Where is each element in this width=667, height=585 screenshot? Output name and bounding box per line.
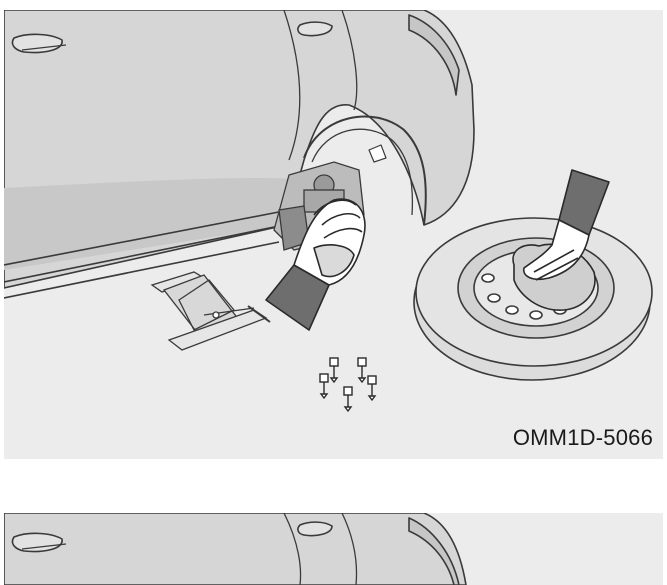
figure-code-label: OMM1D-5066 — [512, 425, 653, 450]
instruction-illustration-bottom — [4, 513, 663, 585]
car-body — [4, 10, 475, 299]
lug-nuts — [319, 357, 377, 413]
scissor-jack — [150, 271, 271, 351]
instruction-illustration-top: OMM1D-5066 — [4, 10, 663, 459]
left-gloved-hand — [265, 198, 366, 331]
illustration-svg-partial — [4, 513, 467, 585]
car-body-partial — [4, 513, 467, 585]
illustration-svg — [4, 10, 653, 413]
right-gloved-hand — [512, 169, 610, 311]
